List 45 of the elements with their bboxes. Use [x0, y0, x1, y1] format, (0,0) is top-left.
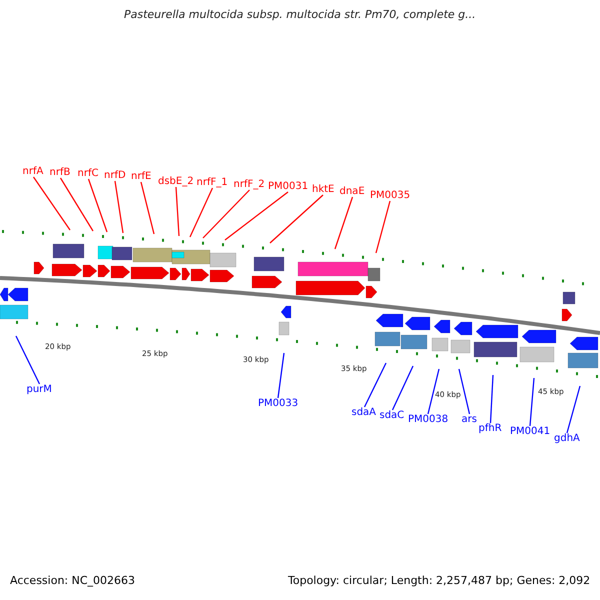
gene-label: dsbE_2: [158, 176, 194, 187]
leader-line: [140, 182, 155, 234]
leader-line: [458, 368, 470, 414]
leader-line: [566, 386, 581, 434]
leader-line: [334, 196, 354, 250]
leader-line: [88, 178, 108, 232]
gene-label: dnaE: [340, 186, 365, 197]
leader-line: [427, 368, 440, 414]
leader-line: [15, 336, 40, 384]
leader-line: [60, 178, 94, 232]
leader-line: [529, 378, 535, 426]
gene-label: nrfF_2: [234, 179, 265, 190]
gene-label: PM0031: [268, 181, 308, 192]
leader-line: [364, 362, 387, 408]
gene-label: hktE: [312, 184, 334, 195]
gene-label: ars: [462, 414, 477, 425]
leader-line: [189, 188, 214, 238]
leader-line: [33, 176, 70, 230]
leader-line: [114, 180, 124, 234]
leader-line: [224, 192, 288, 240]
gene-label: PM0035: [370, 190, 410, 201]
gene-label: nrfB: [50, 167, 70, 178]
gene-label: nrfC: [78, 168, 98, 179]
leader-line: [270, 194, 324, 244]
leader-line: [202, 190, 250, 238]
leader-line: [277, 352, 285, 398]
gene-label: nrfE: [131, 171, 152, 182]
summary-text: Topology: circular; Length: 2,257,487 bp; Genes: 2,092: [288, 575, 590, 588]
leader-line: [490, 374, 494, 424]
gene-label: nrfF_1: [196, 177, 228, 188]
gene-label: nrfA: [22, 166, 44, 177]
gene-label: PM0033: [258, 398, 298, 409]
gene-label: sdaA: [352, 407, 376, 418]
leader-line: [175, 186, 180, 236]
gene-label: pfhR: [478, 423, 502, 434]
gene-label: PM0038: [408, 414, 448, 425]
accession-text: Accession: NC_002663: [10, 575, 136, 588]
gene-label: gdhA: [554, 433, 580, 444]
gene-label: PM0041: [510, 426, 550, 437]
title: Pasteurella multocida subsp. multocida str. Pm70, complete g...: [124, 9, 476, 22]
gene-label: nrfD: [104, 170, 126, 181]
leader-line: [375, 200, 391, 254]
gene-label: sdaC: [380, 410, 404, 421]
leader-line: [392, 366, 414, 410]
gene-label: purM: [26, 384, 52, 395]
